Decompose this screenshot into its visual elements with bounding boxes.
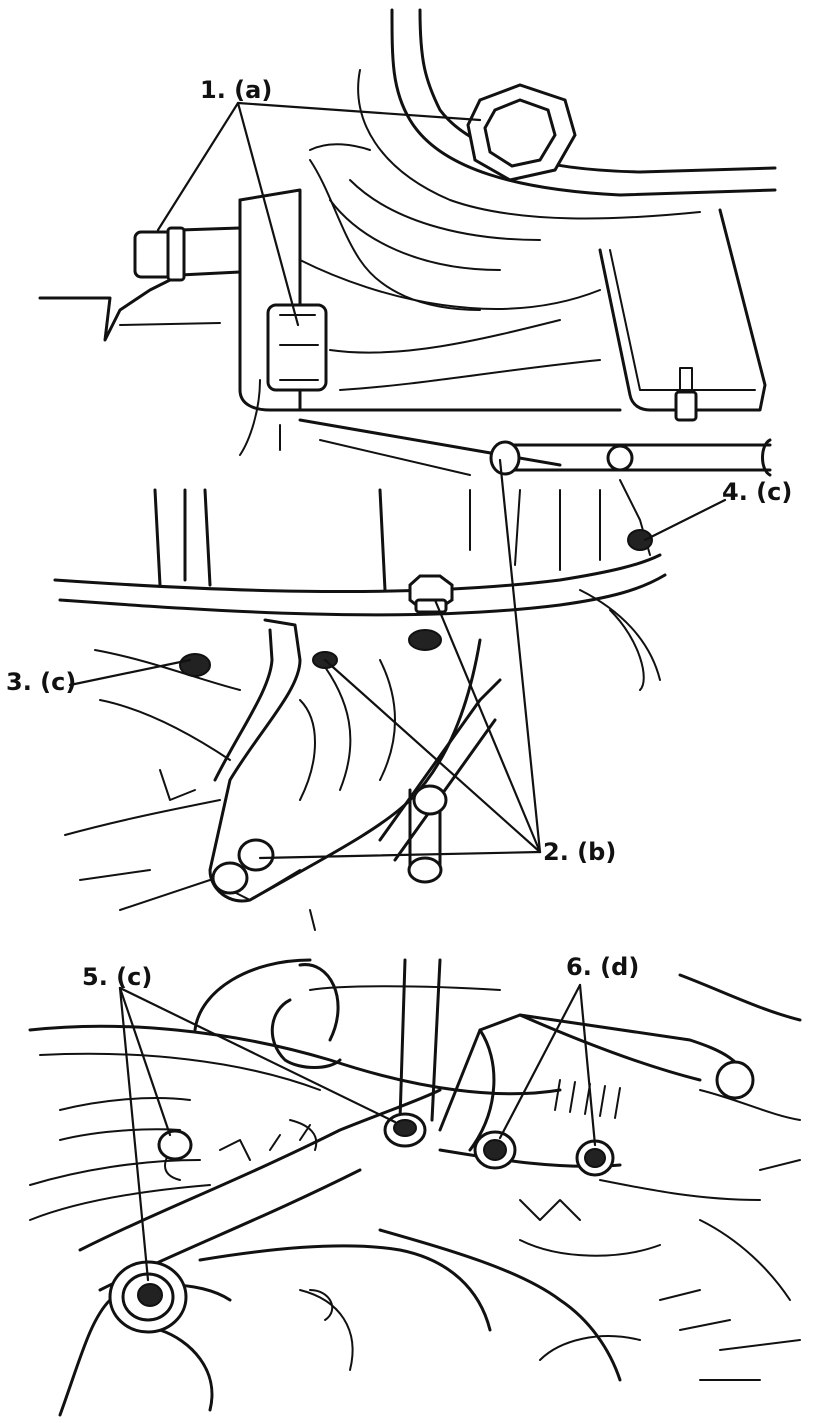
- nut-icon: [627, 529, 653, 551]
- callout-5: 5. (c): [82, 963, 152, 991]
- panel-top-transmission-mount: 1. (a): [38, 8, 777, 476]
- bolt-icon: [211, 838, 275, 895]
- callout-4: 4. (c): [722, 478, 792, 506]
- callout-1: 1. (a): [200, 76, 272, 104]
- callout-3: 3. (c): [6, 668, 76, 696]
- nut-icon: [179, 653, 211, 677]
- panel-bottom-engine-mount: 5. (c) 6. (d): [28, 953, 802, 1417]
- nut-icon: [383, 1112, 427, 1148]
- nut-icon: [575, 1139, 615, 1177]
- panel-middle-crossmember: 4. (c) 3. (c) 2. (b): [6, 438, 792, 931]
- callout-2: 2. (b): [543, 838, 616, 866]
- nut-icon: [408, 629, 442, 651]
- bolt-icon: [108, 1260, 188, 1334]
- bolt-icon: [408, 574, 454, 614]
- nut-icon: [266, 303, 328, 392]
- nut-icon: [133, 226, 186, 282]
- nut-icon: [473, 1130, 517, 1170]
- callout-6: 6. (d): [566, 953, 639, 981]
- bolt-icon: [466, 83, 577, 182]
- nut-icon: [157, 1129, 193, 1161]
